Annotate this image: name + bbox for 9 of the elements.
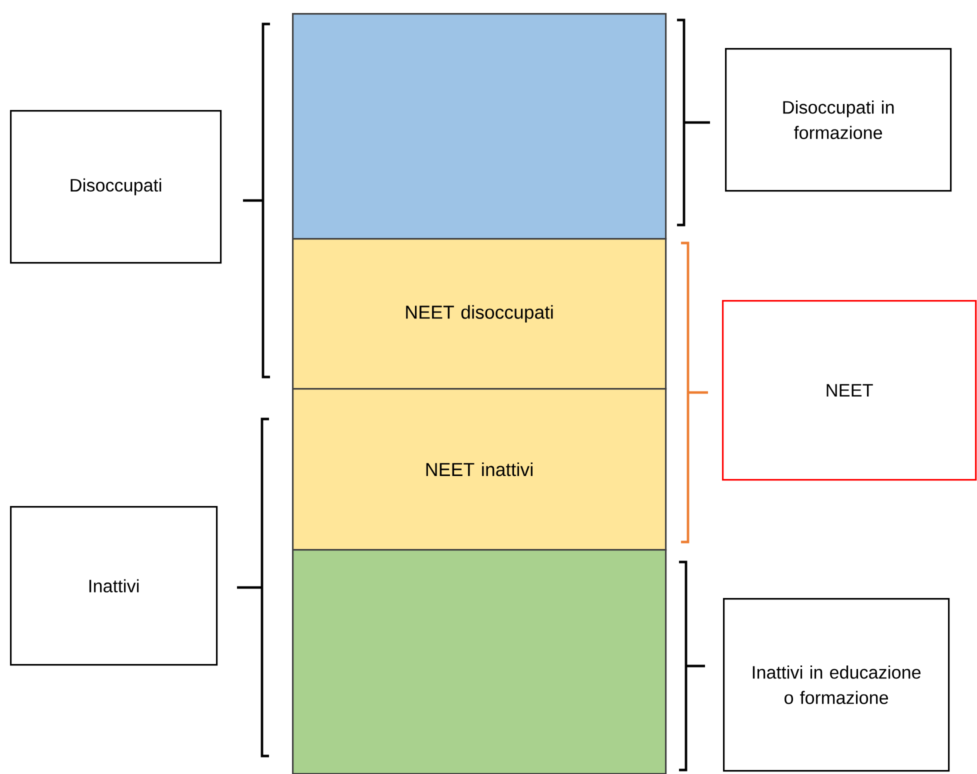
label-box: NEET (722, 300, 977, 481)
label-box: Inattivi in educazione o formazione (723, 598, 950, 772)
stacked-segment: NEET inattivi (292, 388, 667, 551)
label-box: Inattivi (10, 506, 218, 666)
label-box: Disoccupati (10, 110, 222, 264)
stacked-segment: NEET disoccupati (292, 238, 667, 390)
label-box: Disoccupati in formazione (725, 48, 952, 192)
stacked-segment (292, 549, 667, 774)
stacked-segment (292, 13, 667, 240)
